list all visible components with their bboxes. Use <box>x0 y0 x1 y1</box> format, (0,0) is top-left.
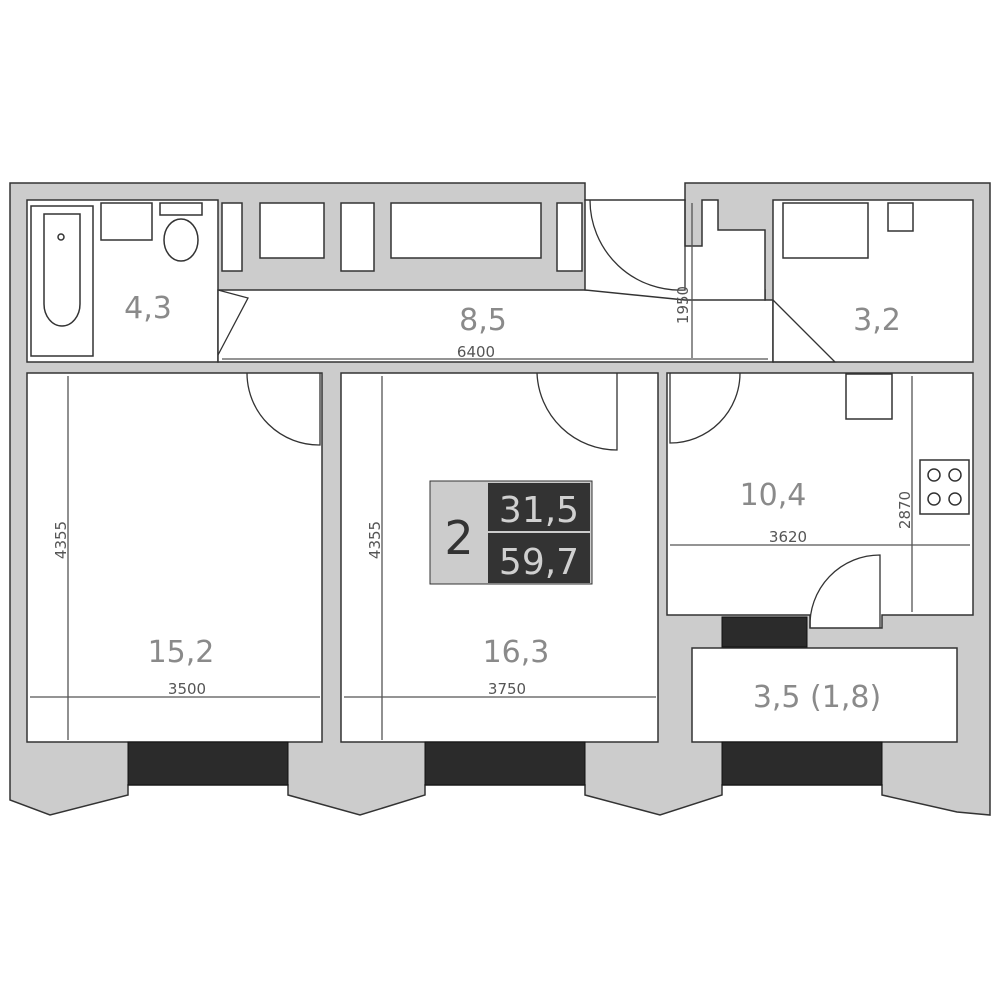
door-entrance <box>589 199 686 291</box>
room-balcony <box>691 647 958 743</box>
entrance-opening <box>586 180 684 201</box>
badge-room-count: 2 <box>444 511 473 565</box>
badge-living-area: 31,5 <box>499 490 579 531</box>
door-wc <box>772 299 837 363</box>
area-living: 16,3 <box>483 635 550 670</box>
area-hall: 8,5 <box>459 303 507 338</box>
area-bedroom: 15,2 <box>148 635 215 670</box>
apartment-badge: 2 31,5 59,7 <box>429 480 593 585</box>
dim-kitchen-depth: 2870 <box>896 491 914 529</box>
washbasin <box>100 202 153 241</box>
area-kitchen: 10,4 <box>740 478 807 513</box>
room-kitchen <box>666 372 974 629</box>
window-balcony <box>721 741 883 786</box>
wardrobe-5 <box>556 202 583 272</box>
room-living <box>340 372 659 743</box>
area-balcony: 3,5 (1,8) <box>753 680 881 715</box>
wardrobe-1 <box>221 202 243 272</box>
dim-living-depth: 4355 <box>366 521 384 559</box>
window-kitchen <box>721 616 808 648</box>
badge-total-box <box>488 533 590 583</box>
toilet-tank <box>159 202 203 216</box>
door-kitchen <box>669 372 741 444</box>
stove <box>919 459 970 515</box>
dim-hall-length: 6400 <box>457 343 495 361</box>
window-living <box>424 741 586 786</box>
dim-kitchen-width: 3620 <box>769 528 807 546</box>
dim-bedroom-width: 3500 <box>168 680 206 698</box>
wardrobe-2 <box>259 202 325 259</box>
burner <box>948 468 962 482</box>
wardrobe-3 <box>340 202 375 272</box>
badge-living-box <box>488 483 590 531</box>
dim-living-width: 3750 <box>488 680 526 698</box>
room-bedroom <box>26 372 323 743</box>
area-bathroom: 4,3 <box>124 291 172 326</box>
dim-hall-width: 1950 <box>674 286 692 324</box>
area-wc: 3,2 <box>853 303 901 338</box>
wardrobe-6 <box>782 202 869 259</box>
badge-total-area: 59,7 <box>499 542 579 583</box>
kitchen-sink <box>845 373 893 420</box>
door-bathroom <box>217 289 249 356</box>
door-balcony <box>809 554 881 629</box>
dim-bedroom-depth: 4355 <box>52 521 70 559</box>
door-bedroom <box>246 372 321 446</box>
burner <box>927 468 941 482</box>
bathtub-basin <box>43 213 81 327</box>
burner <box>948 492 962 506</box>
wardrobe-4 <box>390 202 542 259</box>
door-living <box>536 372 618 451</box>
wardrobe-7 <box>887 202 914 232</box>
toilet-bowl <box>163 218 199 262</box>
burner <box>927 492 941 506</box>
bathtub-drain <box>57 233 65 241</box>
window-bedroom <box>127 741 289 786</box>
